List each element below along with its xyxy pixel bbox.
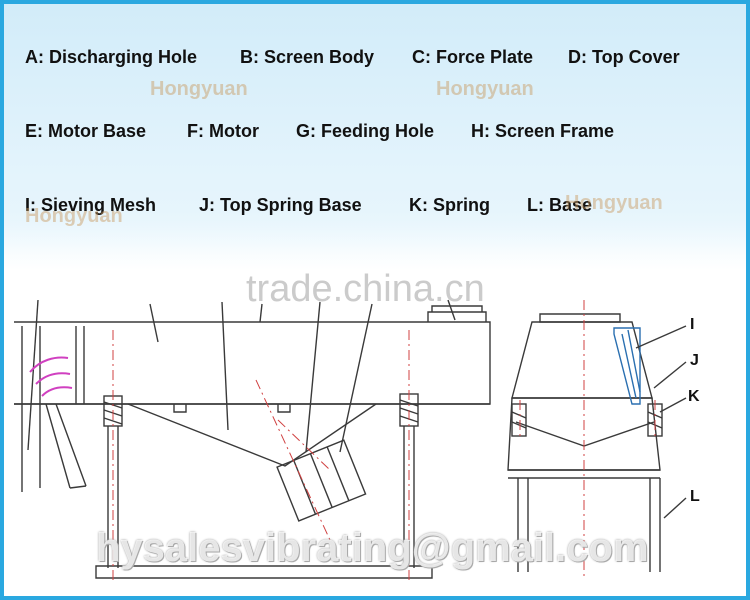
top-cover [427, 311, 487, 322]
screen-body-outline [14, 321, 491, 405]
watermark-email: hysalesvibrating@gmail.com [96, 526, 649, 570]
motor [276, 439, 367, 522]
discharge-chute [45, 403, 87, 489]
callout-k: K [688, 388, 700, 405]
legend-discharging-hole: A: Discharging Hole [25, 47, 198, 67]
base-leg-left [107, 426, 119, 568]
callout-l: L [690, 488, 700, 505]
callout-i: I [690, 316, 695, 333]
top-cover-inner [431, 305, 483, 312]
legend-force-plate: C: Force Plate [412, 47, 534, 67]
watermark-site: trade.china.cn [246, 268, 485, 310]
end-view-hopper [511, 321, 653, 399]
legend-motor-base: E: Motor Base [25, 121, 147, 141]
callout-j: J [690, 352, 699, 369]
watermark-hongyuan-1: Hongyuan [150, 78, 248, 100]
legend-base: L: Base [527, 195, 593, 215]
sieving-mesh [613, 327, 641, 405]
legend-screen-body: B: Screen Body [240, 47, 375, 67]
force-plate [127, 403, 377, 467]
legend-background [4, 4, 746, 254]
legend-top-spring-base: J: Top Spring Base [199, 195, 362, 215]
watermark-hongyuan-4: Hongyuan [565, 192, 663, 214]
legend-screen-frame: H: Screen Frame [471, 121, 615, 141]
end-spring-left [511, 403, 527, 437]
watermark-hongyuan-3: Hongyuan [25, 205, 123, 227]
legend-motor: F: Motor [187, 121, 259, 141]
legend-spring: K: Spring [409, 195, 490, 215]
legend-feeding-hole: G: Feeding Hole [296, 121, 435, 141]
legend-sieving-mesh: I: Sieving Mesh [25, 195, 157, 215]
base-beam [95, 565, 433, 579]
base-leg-right [403, 426, 415, 568]
watermark-hongyuan-2: Hongyuan [436, 78, 534, 100]
end-view-top [539, 313, 621, 323]
discharging-hole [21, 326, 41, 492]
legend-top-cover: D: Top Cover [568, 47, 680, 67]
end-view-cone [515, 421, 655, 447]
